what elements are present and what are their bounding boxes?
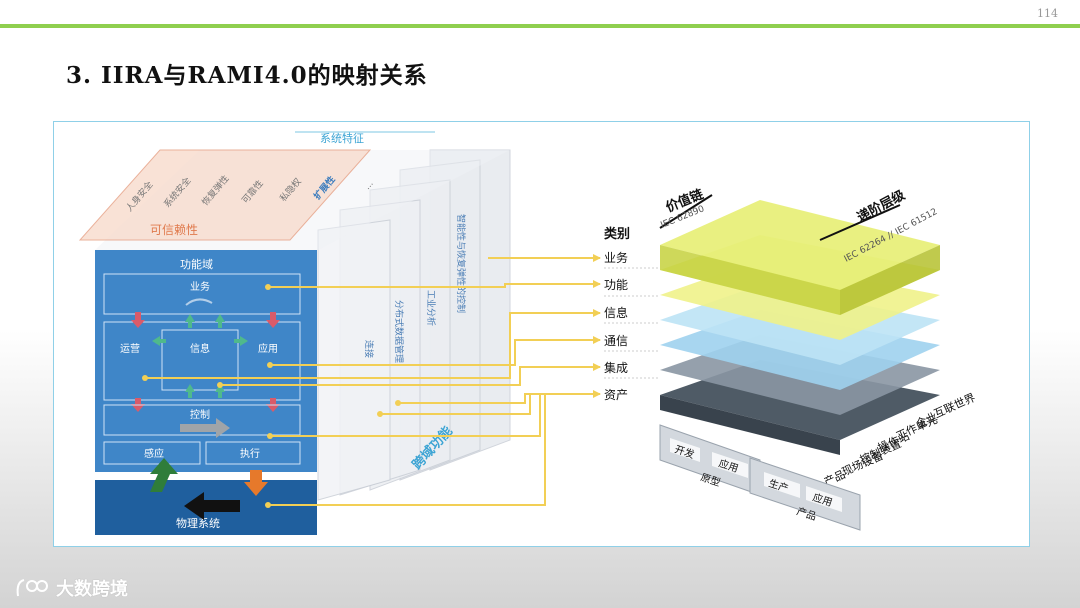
rami-layer-stack xyxy=(660,200,940,455)
control-domain-box xyxy=(103,404,301,436)
business-domain-label: 业务 xyxy=(190,280,210,293)
hierarchy-label: 递阶层级 xyxy=(854,187,908,226)
business-domain-box xyxy=(103,273,301,315)
actuate-domain-label: 执行 xyxy=(240,447,260,460)
crosscutting-item: 工业分析 xyxy=(425,290,437,326)
actuate-domain-box xyxy=(205,441,301,465)
rami-category-label: 资产 xyxy=(604,388,628,402)
middle-domain-box xyxy=(103,321,301,401)
mapping-arrows xyxy=(145,254,601,506)
operations-domain-label: 运营 xyxy=(120,342,140,355)
crosscutting-item: 连接 xyxy=(363,340,375,358)
lifecycle-base xyxy=(659,424,861,531)
application-domain-label: 应用 xyxy=(258,342,278,355)
information-domain-box xyxy=(161,329,239,391)
trustworthiness-label: 可信赖性 xyxy=(150,223,198,237)
sense-domain-label: 感应 xyxy=(144,447,164,460)
rami-category-label: 信息 xyxy=(604,305,628,320)
physical-flow-arrow-icon xyxy=(184,492,240,520)
watermark-text: 大数跨境 xyxy=(56,579,128,600)
control-domain-label: 控制 xyxy=(190,408,210,421)
watermark-logo: 大数跨境 xyxy=(14,575,128,601)
control-arrow-icon xyxy=(180,418,230,438)
top-accent-bar xyxy=(0,24,1080,28)
sense-domain-box xyxy=(103,441,201,465)
rami-category-label: 功能 xyxy=(604,278,628,292)
rami-category-label: 集成 xyxy=(604,360,628,375)
page-number: 114 xyxy=(1037,7,1058,20)
actuate-arrow-icon xyxy=(244,470,268,496)
slide-title: 3. IIRA与RAMI4.0的映射关系 xyxy=(66,62,428,89)
rami-category-label: 业务 xyxy=(604,250,628,265)
physical-system-label: 物理系统 xyxy=(176,516,220,530)
functional-domain-label: 功能域 xyxy=(180,257,213,271)
information-domain-label: 信息 xyxy=(190,342,210,355)
rami-category-label: 通信 xyxy=(604,334,628,348)
sense-arrow-icon xyxy=(150,458,178,492)
rami-category-header: 类别 xyxy=(604,226,630,242)
watermark-logo-icon xyxy=(16,579,48,597)
system-characteristics-label: 系统特征 xyxy=(320,131,364,145)
trustworthiness-plane xyxy=(78,149,372,241)
crosscutting-item: 分布式数据管理 xyxy=(393,300,405,363)
crosscutting-item: 智能性与恢复弹性的控制 xyxy=(455,214,467,313)
